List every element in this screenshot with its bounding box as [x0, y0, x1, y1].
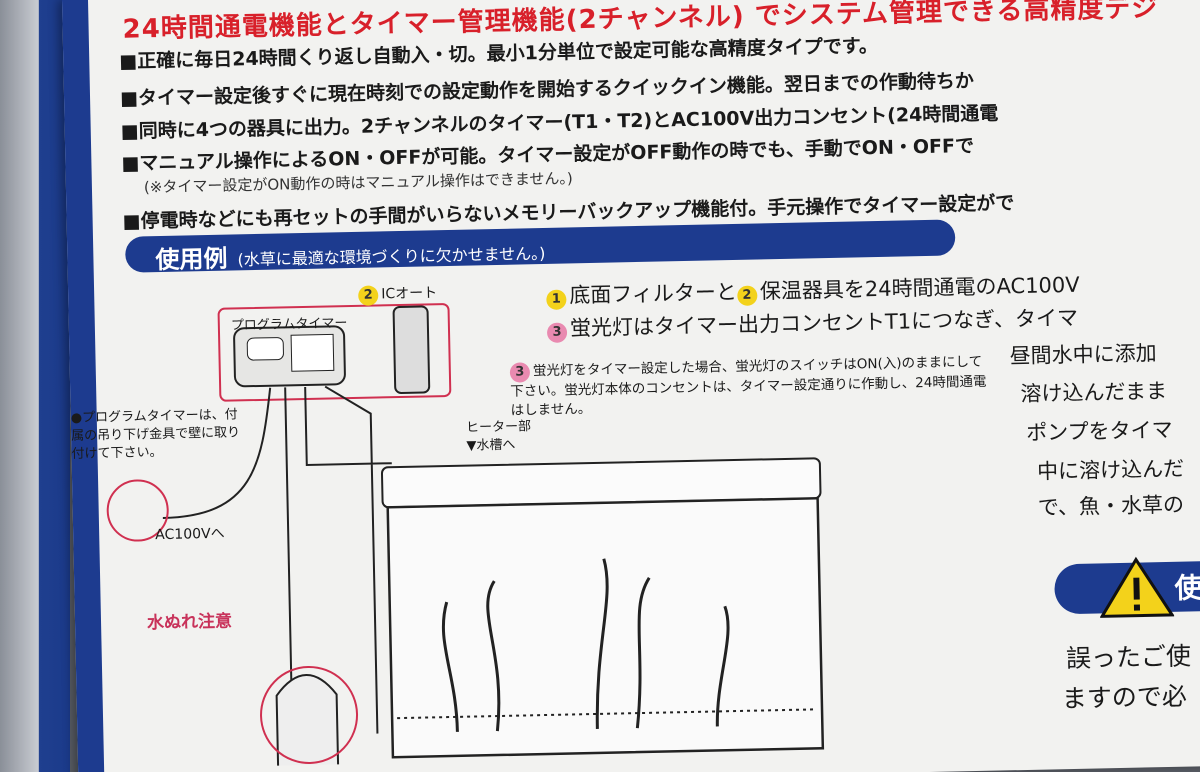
pump-callout: [260, 665, 359, 764]
ic-auto-device: [392, 305, 431, 394]
caution-line-2: ますので必: [1061, 681, 1188, 714]
ic-auto-text: ICオート: [381, 285, 438, 303]
device-group-outline: [217, 303, 452, 402]
caution-line-1: 誤ったご使: [1065, 641, 1192, 674]
power-cords: [162, 385, 392, 756]
aquarium-tank: [386, 497, 825, 759]
ic-num-badge: 2: [358, 285, 379, 306]
outlet-callout: [106, 479, 169, 542]
heater-line-2: ▼水槽へ: [466, 437, 516, 454]
caution-title: 使: [1174, 571, 1200, 605]
timer-mount-note: ●プログラムタイマーは、付属の吊り下げ金具で壁に取り付けて下さい。: [70, 407, 241, 462]
timer-display: [246, 337, 284, 361]
note-3-text: 蛍光灯をタイマー設定した場合、蛍光灯のスイッチはON(入)のままにして下さい。蛍…: [510, 353, 987, 419]
air-pump-outline: [275, 674, 340, 766]
program-timer-label: プログラムタイマー: [230, 316, 348, 334]
heater-line-1: ヒーター部: [465, 419, 532, 436]
timer-keypad: [290, 333, 335, 372]
product-box-panel: 24時間通電機能とタイマー管理機能(2チャンネル) でシステム管理できる高精度デ…: [62, 0, 1200, 772]
water-caution-label: 水ぬれ注意: [146, 611, 233, 634]
ac-label: AC100Vへ: [155, 525, 225, 544]
heater-label: ヒーター部▼水槽へ: [466, 418, 532, 455]
gravel-bed: [397, 708, 818, 720]
table-background: [0, 0, 70, 772]
warning-icon: [1099, 556, 1175, 618]
note3-num-badge: 3: [509, 362, 531, 383]
aquarium-plants: [441, 558, 730, 732]
aquarium-diagram: [106, 303, 825, 766]
